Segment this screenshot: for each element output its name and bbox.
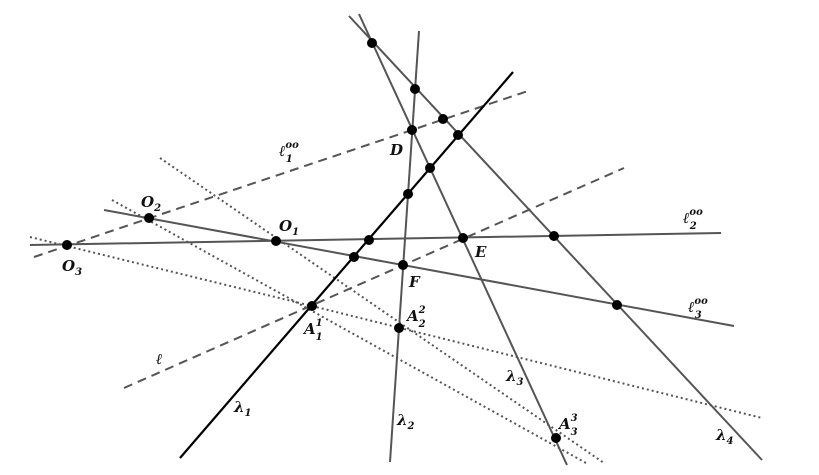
point-lambda1-l xyxy=(403,189,413,199)
label-d: D xyxy=(389,141,403,159)
point-lambda1-l2oo xyxy=(364,235,374,245)
dotted-line-o2-a22 xyxy=(111,199,587,464)
dotted-line-top-a33 xyxy=(159,157,605,464)
label-o2: O2 xyxy=(141,193,161,214)
point-lambda4-l3oo xyxy=(612,300,622,310)
label-l: ℓ xyxy=(156,350,162,368)
label-f: F xyxy=(408,273,421,291)
point-f xyxy=(398,260,408,270)
point-lambda2-lambda4 xyxy=(410,84,420,94)
line-l3-oo xyxy=(103,209,735,327)
point-lambda1-l3oo xyxy=(349,252,359,262)
point-lambda3-lambda4 xyxy=(367,38,377,48)
point-a22 xyxy=(394,323,404,333)
point-o1 xyxy=(271,236,281,246)
point-a33 xyxy=(551,433,561,443)
point-lambda3-l1oo xyxy=(438,114,448,124)
label-lambda1: λ1 xyxy=(233,398,252,419)
line-l2-oo xyxy=(29,232,722,246)
dotted-line-a11-right xyxy=(311,305,763,419)
point-lambda1-lambda4 xyxy=(453,130,463,140)
label-lambda3: λ3 xyxy=(505,367,524,388)
line-l xyxy=(123,167,625,389)
point-o3 xyxy=(62,240,72,250)
label-o3: O3 xyxy=(62,257,82,278)
label-lambda2: λ2 xyxy=(396,411,415,432)
label-o1: O1 xyxy=(279,217,299,238)
line-l1-oo xyxy=(33,90,529,258)
point-o2 xyxy=(144,213,154,223)
line-lambda1 xyxy=(179,71,514,459)
label-e: E xyxy=(474,243,487,261)
point-a11 xyxy=(307,301,317,311)
point-lambda4-l2oo xyxy=(549,231,559,241)
dotted-line-o3-a11 xyxy=(29,236,313,307)
line-lambda2 xyxy=(389,30,420,463)
point-d xyxy=(407,125,417,135)
label-lambda4: λ4 xyxy=(715,426,734,447)
point-e xyxy=(458,233,468,243)
point-lambda1-lambda3 xyxy=(425,163,435,173)
